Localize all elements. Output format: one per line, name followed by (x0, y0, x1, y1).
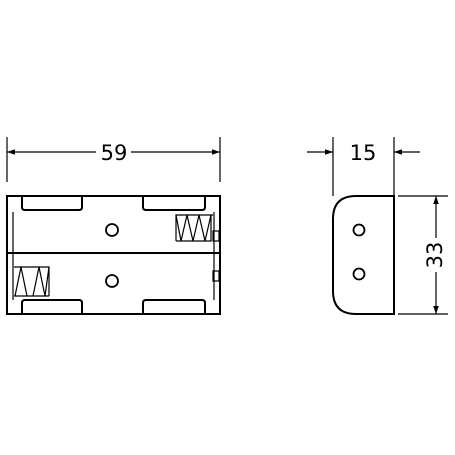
mounting-hole-top (105, 223, 119, 237)
bottom-right-tab (142, 299, 206, 314)
top-right-tab (142, 196, 206, 211)
side-hole-top (352, 223, 366, 237)
width-front-label: 59 (101, 141, 128, 165)
top-left-tab (21, 196, 83, 211)
dimension-height-side: 33 (398, 195, 448, 315)
holder-outline (6, 195, 221, 315)
spring-contact-upper (175, 214, 213, 242)
side-outline (332, 195, 395, 315)
battery-holder-front-view (6, 195, 221, 315)
dimension-width-front: 59 (6, 137, 221, 182)
contact-tab-upper (212, 230, 220, 242)
bottom-left-tab (21, 299, 83, 314)
depth-side-label: 15 (350, 141, 377, 165)
dimension-depth-side: 15 (307, 137, 420, 196)
height-side-label: 33 (423, 242, 447, 269)
side-hole-bottom (352, 267, 366, 281)
contact-tab-lower (212, 270, 220, 282)
battery-holder-side-view (332, 195, 395, 315)
mounting-hole-bottom (105, 274, 119, 288)
spring-contact-lower (14, 266, 50, 297)
